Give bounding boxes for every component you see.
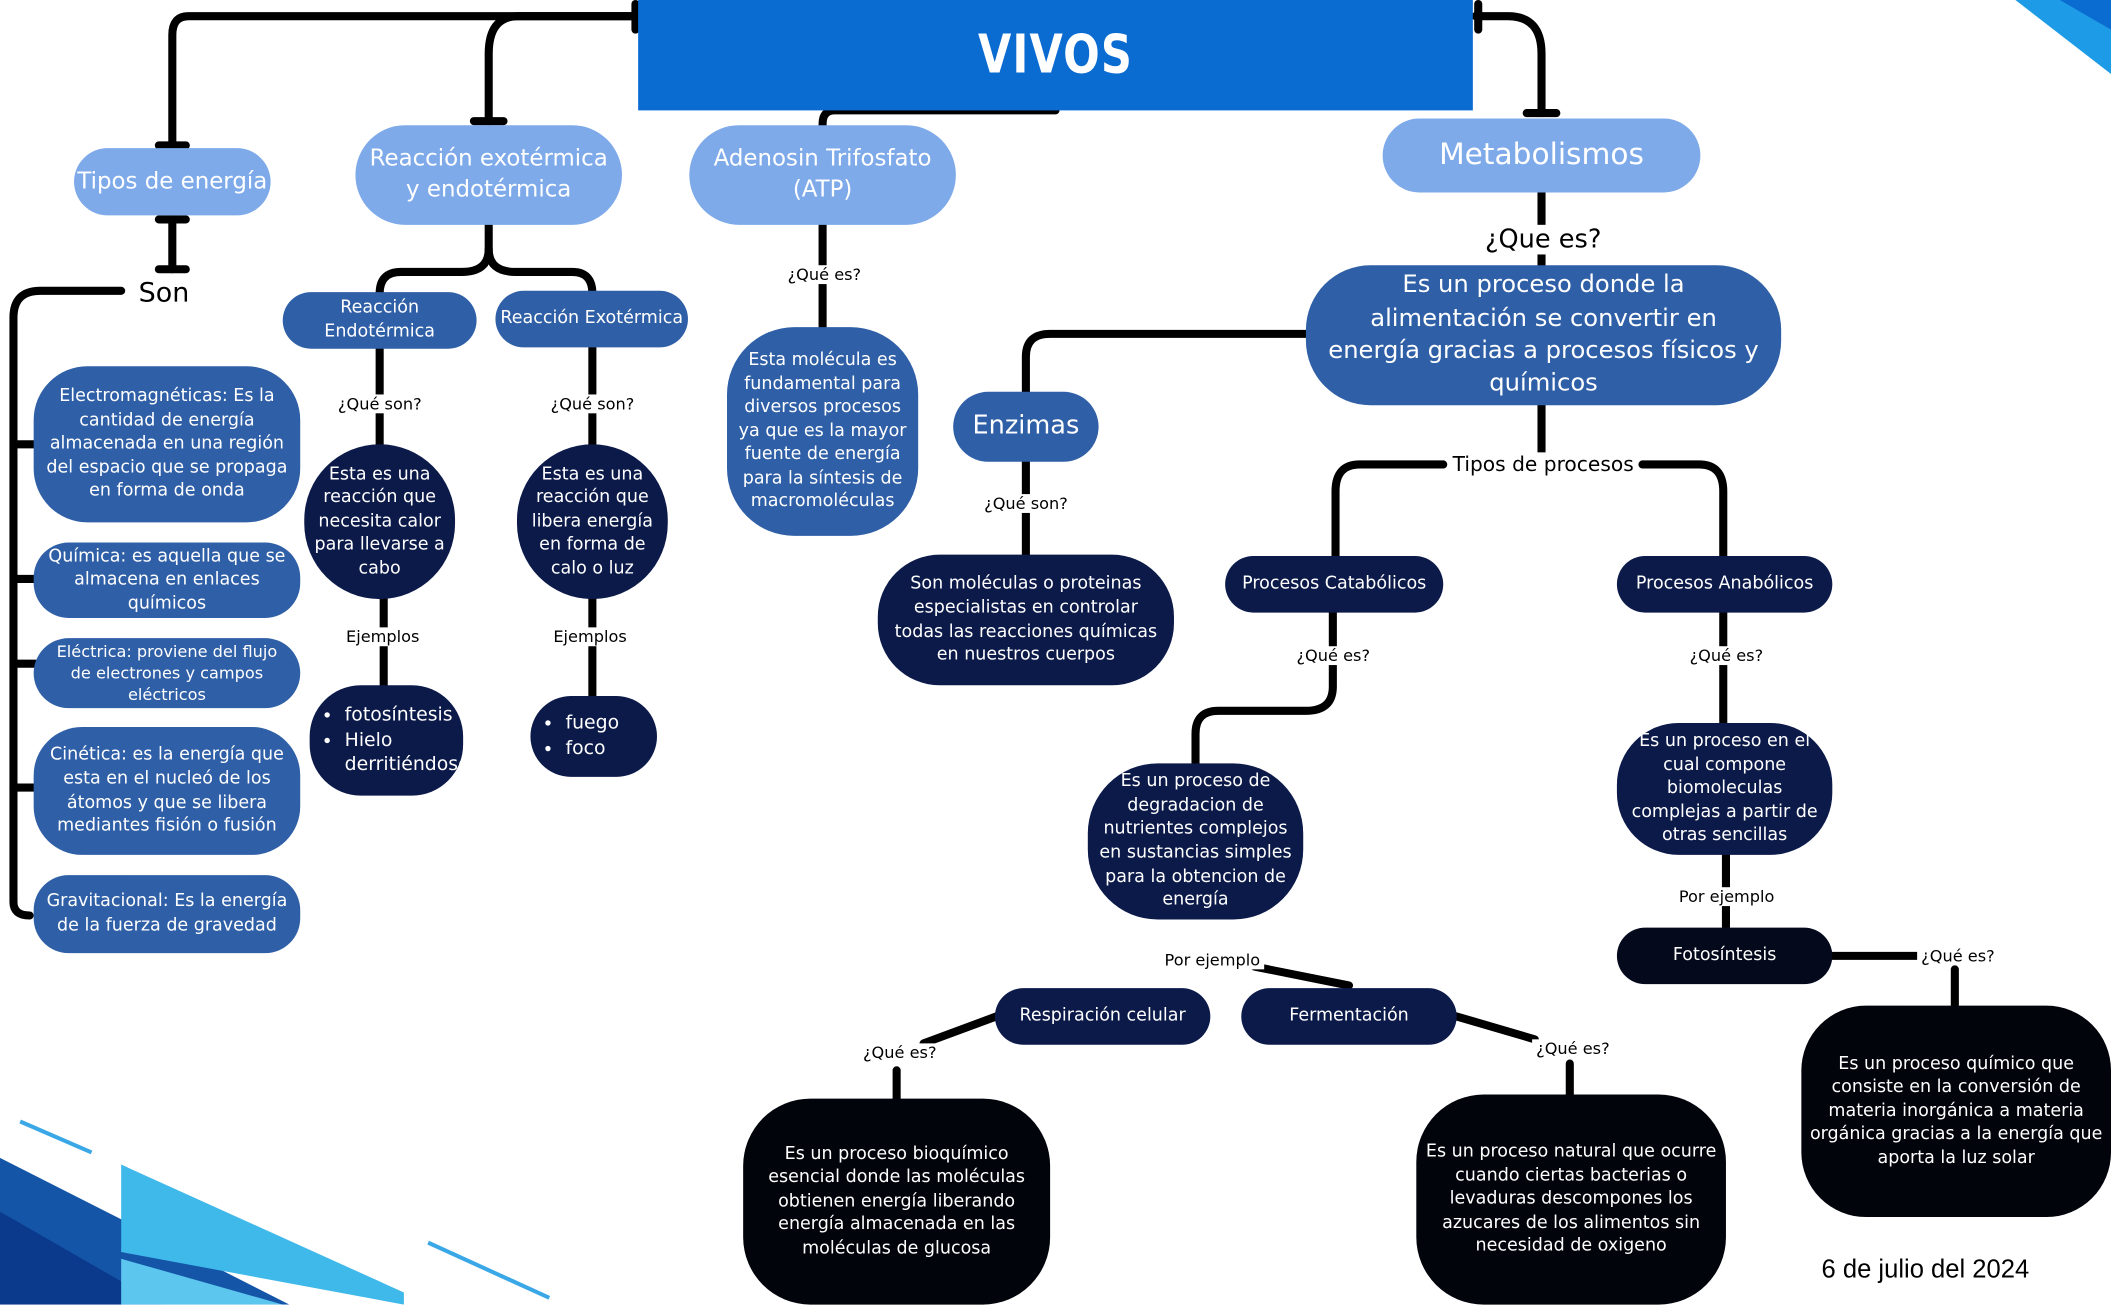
node-metabolismos: Metabolismos [1382, 118, 1701, 193]
label-anabolicos-que-es: ¿Qué es? [1685, 646, 1768, 666]
label-catabolicos-por-ejemplo: Por ejemplo [1160, 950, 1265, 970]
node-anabolicos-definicion: Es un proceso en el cual compone biomole… [1616, 722, 1833, 855]
node-catabolicos: Procesos Catabólicos [1225, 556, 1444, 613]
energy-item-gravitacional: Gravitacional: Es la energía de la fuerz… [33, 875, 301, 954]
node-respiracion: Respiración celular [994, 988, 1211, 1045]
label-fermentacion-que-es: ¿Qué es? [1532, 1039, 1614, 1059]
node-endo-definicion: Esta es una reacción que necesita calor … [304, 444, 456, 600]
energy-item-cinetica: Cinética: es la energía que esta en el n… [33, 727, 301, 855]
label-enzimas-que-son: ¿Qué son? [980, 494, 1072, 513]
label-anabolicos-por-ejemplo: Por ejemplo [1674, 887, 1779, 907]
label-catabolicos-que-es: ¿Qué es? [1292, 646, 1375, 666]
node-exo-definicion: Esta es una reacción que libera energía … [516, 444, 668, 600]
label-exo-que-son: ¿Qué son? [546, 394, 639, 414]
endo-examples-list: fotosíntesis Hielo derritiéndose [315, 702, 470, 778]
label-fotosintesis-que-es: ¿Qué es? [1917, 946, 1999, 966]
page-title: VIVOS [978, 24, 1133, 87]
energy-item-quimica: Química: es aquella que se almacena en e… [33, 542, 301, 618]
node-enzimas: Enzimas [953, 391, 1099, 462]
label-endo-ejemplos: Ejemplos [341, 627, 424, 647]
energy-item-electromagnetica: Electromagnéticas: Es la cantidad de ene… [33, 366, 301, 523]
date-label: 6 de julio del 2024 [1821, 1256, 2030, 1285]
energy-item-electrica: Eléctrica: proviene del flujo de electro… [33, 638, 301, 709]
node-catabolicos-definicion: Es un proceso de degradacion de nutrient… [1087, 763, 1304, 920]
title-banner: VIVOS [638, 0, 1473, 111]
label-exo-ejemplos: Ejemplos [549, 627, 631, 647]
label-atp-que-es: ¿Qué es? [783, 265, 866, 285]
node-fotosintesis-definicion: Es un proceso químico que consiste en la… [1801, 1005, 2111, 1218]
node-reaccion-endotermica: Reacción Endotérmica [282, 292, 477, 349]
label-son: Son [134, 275, 194, 309]
label-endo-que-son: ¿Qué son? [333, 394, 426, 414]
node-tipos-energia: Tipos de energía [74, 148, 271, 216]
node-reaccion: Reacción exotérmica y endotérmica [355, 125, 622, 225]
node-fotosintesis: Fotosíntesis [1616, 927, 1833, 985]
node-fermentacion: Fermentación [1241, 988, 1457, 1045]
node-reaccion-exotermica: Reacción Exotérmica [495, 290, 688, 348]
node-atp-definicion: Esta molécula es fundamental para divers… [727, 327, 919, 536]
node-anabolicos: Procesos Anabólicos [1616, 556, 1833, 613]
node-fermentacion-definicion: Es un proceso natural que ocurre cuando … [1416, 1094, 1726, 1305]
node-metab-definicion: Es un proceso donde la alimentación se c… [1305, 265, 1782, 406]
node-endo-ejemplos: fotosíntesis Hielo derritiéndose [309, 685, 470, 796]
node-atp: Adenosin Trifosfato (ATP) [689, 125, 956, 225]
label-tipos-procesos: Tipos de procesos [1448, 452, 1638, 477]
label-respiracion-que-es: ¿Qué es? [858, 1043, 941, 1063]
node-respiracion-definicion: Es un proceso bioquímico esencial donde … [743, 1098, 1051, 1305]
label-metab-que-es: ¿Que es? [1480, 224, 1606, 255]
node-exo-ejemplos: fuego foco [530, 696, 657, 777]
node-enzimas-definicion: Son moléculas o proteinas especialistas … [877, 554, 1174, 686]
exo-examples-list: fuego foco [536, 711, 619, 762]
